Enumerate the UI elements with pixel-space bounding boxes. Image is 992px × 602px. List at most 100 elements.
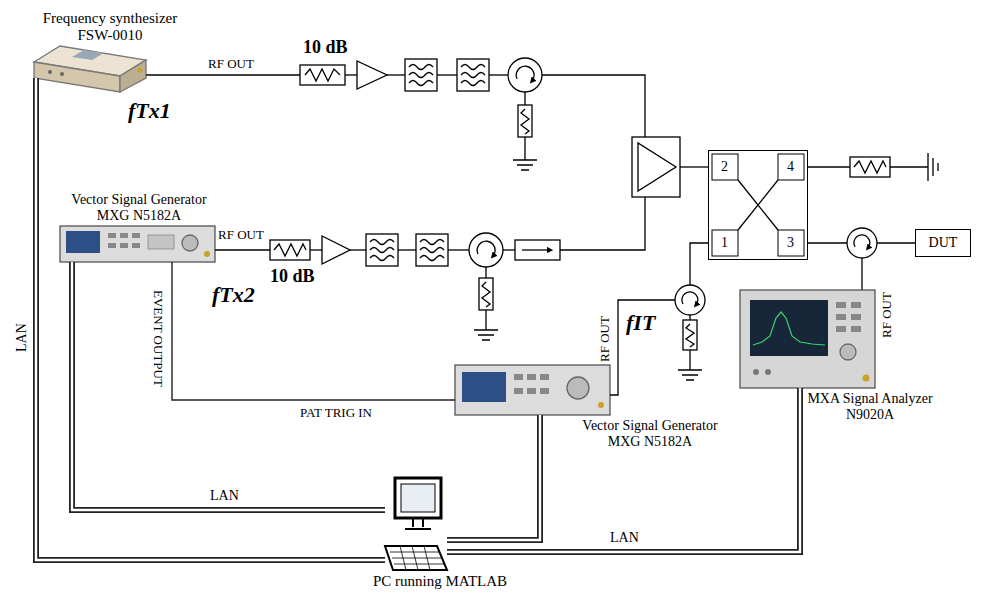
connector <box>36 78 385 560</box>
port-square <box>712 154 738 180</box>
signal-label: EVENT OUTPUT <box>150 290 165 387</box>
signal-generator-picture <box>455 365 610 415</box>
dut-chain <box>808 228 915 290</box>
attenuator-symbol <box>270 240 310 260</box>
port-square <box>778 154 804 180</box>
coupling-cross <box>738 180 778 230</box>
wire <box>689 315 690 320</box>
instrument: Vector Signal Generator MXG N5182A <box>452 365 762 450</box>
filter-waves <box>409 65 433 86</box>
caption-block: Vector Signal Generator MXG N5182A <box>44 192 234 224</box>
rf-connector <box>204 251 210 257</box>
wire <box>310 249 322 250</box>
connector <box>172 262 455 400</box>
wire <box>398 249 416 250</box>
instrument: MXA Signal Analyzer N9020A <box>738 290 970 423</box>
circulator-symbol <box>508 58 542 92</box>
computer-icon <box>385 478 447 570</box>
monitor-screen <box>401 484 435 512</box>
generator-button <box>108 233 116 238</box>
cable-label: LAN <box>210 488 239 504</box>
signal-label: PAT TRIG IN <box>300 406 372 421</box>
wire <box>861 258 862 290</box>
connector <box>447 415 540 540</box>
port-number: 2 <box>712 154 738 180</box>
circulator-symbol <box>469 233 503 267</box>
isolator-arrow <box>522 249 550 250</box>
computer: PC running MATLAB <box>360 478 520 590</box>
signal-label: RF OUT <box>208 57 254 72</box>
instrument: Vector Signal Generator MXG N5182A <box>44 192 234 262</box>
wire <box>610 300 675 395</box>
circulator-symbol <box>847 228 877 258</box>
attenuator-symbol <box>300 65 345 85</box>
port-number: 4 <box>778 154 804 180</box>
rf-connector <box>863 375 870 382</box>
generator-button <box>120 233 128 238</box>
combiner-body <box>632 137 680 197</box>
cable-label: LAN <box>610 530 639 546</box>
signal-label: fTx1 <box>128 98 171 123</box>
lan-cable <box>447 388 800 552</box>
signal-label: 10 dB <box>270 266 315 287</box>
analyzer-button <box>836 314 846 320</box>
analyzer-button <box>851 326 861 332</box>
connector <box>72 262 385 510</box>
resistor-symbol <box>518 105 532 137</box>
synthesizer-port <box>48 70 52 74</box>
caption-block: Vector Signal Generator MXG N5182A <box>555 418 745 450</box>
port-number: 3 <box>778 230 804 256</box>
wire <box>808 242 847 243</box>
resistor-zigzag <box>521 109 529 134</box>
instrument-name: Vector Signal Generator MXG N5182A <box>57 192 222 224</box>
filter-waves <box>420 240 444 261</box>
port-square <box>712 230 738 256</box>
circulator-arrow <box>854 235 870 248</box>
analyzer-screen <box>750 300 828 356</box>
circulator-arrow <box>477 241 495 256</box>
instrument-name: MXA Signal Analyzer N9020A <box>795 391 945 423</box>
analyzer-port <box>753 369 759 375</box>
analyzer-button <box>851 314 861 320</box>
resistor-zigzag <box>482 282 490 307</box>
generator-button <box>540 374 549 380</box>
generator-button <box>514 388 523 394</box>
synthesizer-picture <box>34 46 146 92</box>
wire <box>690 243 708 285</box>
attenuator-zigzag <box>274 244 306 256</box>
generator-button <box>108 243 116 248</box>
trigger-wire <box>172 262 455 400</box>
wire <box>524 92 525 105</box>
device-outline <box>740 290 875 388</box>
ground-symbol <box>678 350 702 380</box>
wire <box>485 267 486 278</box>
device-outline <box>385 478 447 570</box>
lan-cable <box>36 78 385 560</box>
box-text: DUT <box>929 235 958 251</box>
circulator-arrow <box>516 66 534 81</box>
filter-symbol <box>416 234 448 266</box>
lan-cable-gap <box>447 388 800 552</box>
rf-connector <box>138 68 143 73</box>
signal-label: RF OUT <box>880 292 895 338</box>
generator-button <box>132 243 140 248</box>
wire <box>215 249 270 250</box>
generator-button <box>527 388 536 394</box>
wire <box>350 249 366 250</box>
monitor <box>395 478 441 518</box>
signal-label: RF OUT <box>598 316 613 362</box>
signal-label: RF OUT <box>218 228 264 243</box>
dut-box: DUT <box>915 229 971 257</box>
attenuator-zigzag <box>305 69 340 81</box>
rf-connector <box>598 402 604 408</box>
circulator-symbol <box>675 285 705 315</box>
caption-block: Frequency synthesizer FSW-0010 <box>20 10 200 45</box>
synthesizer-label-plate <box>72 50 104 60</box>
monitor-stand <box>405 518 431 529</box>
wire <box>387 74 405 75</box>
signal-label: fIT <box>626 310 655 335</box>
analyzer-knob <box>840 344 856 360</box>
ground-symbol <box>474 310 498 340</box>
attenuator-symbol <box>850 157 890 177</box>
